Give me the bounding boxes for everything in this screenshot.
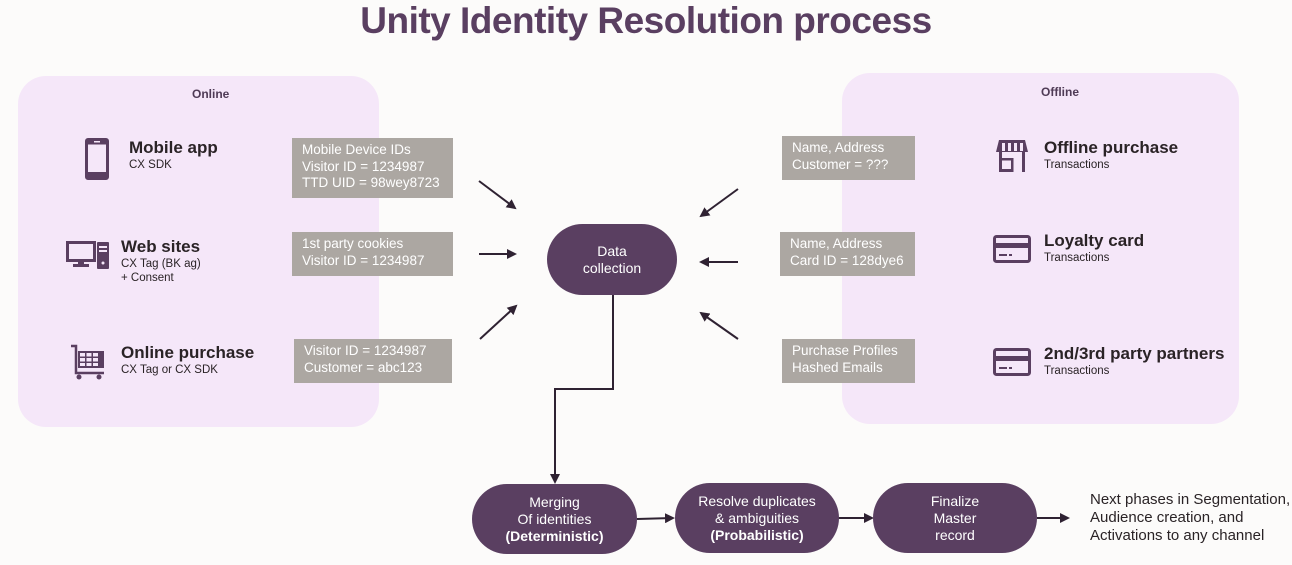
finalize-master-record-node: Finalize Master record <box>873 483 1037 553</box>
next-line: Next phases in Segmentation, <box>1090 491 1291 508</box>
desktop-computer-icon <box>65 237 111 269</box>
node-line: & ambiguities <box>714 509 800 526</box>
next-line: Audience creation, and <box>1090 509 1244 526</box>
node-line: Master <box>933 509 977 526</box>
id-box-online-purchase: Visitor ID = 1234987 Customer = abc123 <box>294 339 452 383</box>
source-partners: 2nd/3rd party partners Transactions <box>990 344 1224 378</box>
source-loyalty-card: Loyalty card Transactions <box>990 231 1144 265</box>
source-name: Mobile app <box>129 138 218 157</box>
id-line: Name, Address <box>790 236 883 251</box>
merging-identities-node: Merging Of identities (Deterministic) <box>472 484 637 554</box>
node-line: Merging <box>529 493 580 510</box>
id-box-offline-purchase: Name, Address Customer = ??? <box>782 136 915 180</box>
source-subtitle: CX SDK <box>129 159 172 171</box>
id-line: Visitor ID = 1234987 <box>302 158 425 174</box>
id-line: 1st party cookies <box>302 236 404 251</box>
id-line: Visitor ID = 1234987 <box>304 343 427 358</box>
source-subtitle: Transactions <box>1044 365 1110 377</box>
node-line: Finalize <box>930 492 980 509</box>
node-line: collection <box>582 259 642 276</box>
node-line: Of identities <box>517 510 592 527</box>
page-title: Unity Identity Resolution process <box>360 0 932 41</box>
credit-card-icon <box>990 231 1034 263</box>
node-line: Resolve duplicates <box>698 492 816 509</box>
arrow-mobile-to-collection <box>478 180 517 210</box>
credit-card-icon <box>990 344 1034 376</box>
id-line: Name, Address <box>792 140 885 155</box>
id-line: Mobile Device IDs <box>302 142 411 157</box>
online-label: Online <box>192 87 230 101</box>
storefront-icon <box>990 138 1034 174</box>
id-line: TTD UID = 98wey8723 <box>302 175 440 190</box>
source-name: Web sites <box>121 237 201 256</box>
id-line: Purchase Profiles <box>792 343 898 358</box>
id-line: Customer = abc123 <box>304 359 423 375</box>
source-name: 2nd/3rd party partners <box>1044 344 1225 363</box>
source-subtitle: CX Tag (BK ag) <box>121 258 201 270</box>
mobile-phone-icon <box>75 138 119 180</box>
source-name: Online purchase <box>121 343 255 362</box>
id-box-partners: Purchase Profiles Hashed Emails <box>782 339 915 383</box>
id-box-loyalty: Name, Address Card ID = 128dye6 <box>780 232 915 276</box>
source-name: Offline purchase <box>1044 138 1179 157</box>
data-collection-node: Data collection <box>547 224 677 295</box>
source-subtitle: Transactions <box>1044 159 1110 171</box>
arrow-partners-to-collection <box>699 311 739 340</box>
next-phases-text: Next phases in Segmentation, Audience cr… <box>1090 491 1290 545</box>
node-method: (Deterministic) <box>505 527 604 544</box>
source-online-purchase: Online purchase CX Tag or CX SDK <box>65 343 254 381</box>
id-line: Customer = ??? <box>792 156 889 172</box>
arrow-offline-purchase-to-collection <box>699 188 739 218</box>
offline-label: Offline <box>1041 85 1079 99</box>
node-line: Data <box>597 242 627 259</box>
id-box-web: 1st party cookies Visitor ID = 1234987 <box>292 232 453 276</box>
id-line: Card ID = 128dye6 <box>790 252 904 268</box>
source-mobile-app: Mobile app CX SDK <box>75 138 218 180</box>
connector-collection-to-merging <box>550 294 614 484</box>
source-subtitle: Transactions <box>1044 252 1110 264</box>
source-name: Loyalty card <box>1044 231 1145 250</box>
source-subtitle: + Consent <box>121 272 174 284</box>
resolve-duplicates-node: Resolve duplicates & ambiguities (Probab… <box>675 483 839 553</box>
source-web-sites: Web sites CX Tag (BK ag) + Consent <box>65 237 201 285</box>
node-line: record <box>935 526 975 543</box>
id-line: Hashed Emails <box>792 359 883 375</box>
next-line: Activations to any channel <box>1090 527 1265 544</box>
node-method: (Probabilistic) <box>710 526 804 543</box>
id-line: Visitor ID = 1234987 <box>302 252 425 268</box>
source-subtitle: CX Tag or CX SDK <box>121 364 218 376</box>
source-offline-purchase: Offline purchase Transactions <box>990 138 1178 174</box>
arrow-merging-to-resolve <box>636 513 675 524</box>
shopping-cart-icon <box>65 343 111 381</box>
arrow-online-purchase-to-collection <box>479 304 518 340</box>
id-box-mobile: Mobile Device IDs Visitor ID = 1234987 T… <box>292 138 453 198</box>
